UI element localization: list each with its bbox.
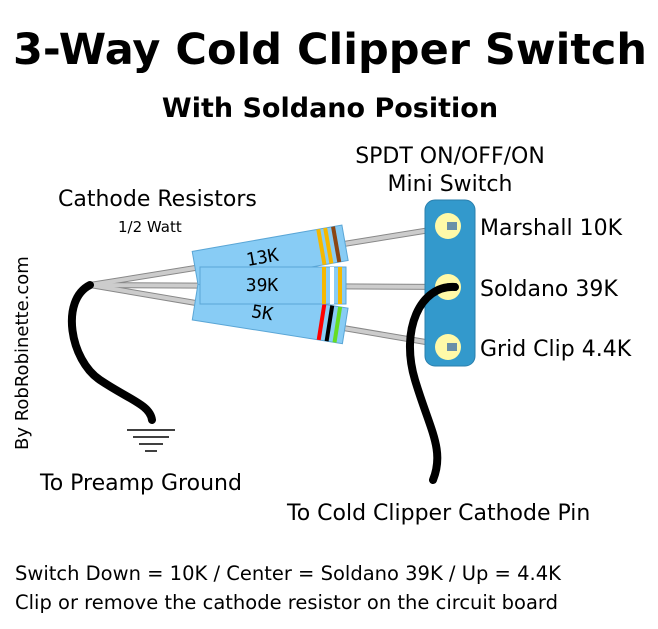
resistor-39k: 39K (199, 266, 347, 305)
switch-terminals (435, 213, 461, 360)
note-clip-resistor: Clip or remove the cathode resistor on t… (15, 591, 558, 614)
position-label-marshall: Marshall 10K (480, 216, 623, 241)
ground-label: To Preamp Ground (39, 471, 242, 496)
resistors-rating: 1/2 Watt (118, 218, 182, 236)
position-label-grid-clip: Grid Clip 4.4K (480, 337, 632, 362)
ground-icon (127, 429, 175, 452)
credit-text: By RobRobinette.com (12, 256, 33, 450)
note-switch-positions: Switch Down = 10K / Center = Soldano 39K… (15, 562, 562, 585)
cathode-label: To Cold Clipper Cathode Pin (286, 501, 590, 526)
resistor-label-5k: 5K (250, 301, 275, 325)
ground-wire (67, 281, 156, 424)
diagram-title: 3-Way Cold Clipper Switch (13, 25, 647, 75)
switch-type-label: SPDT ON/OFF/ON (355, 144, 545, 169)
resistors-heading: Cathode Resistors (58, 187, 257, 212)
cathode-wire (406, 283, 459, 484)
diagram-subtitle: With Soldano Position (162, 93, 498, 124)
resistor-label-39k: 39K (246, 275, 279, 296)
position-label-soldano: Soldano 39K (480, 277, 618, 302)
switch-name-label: Mini Switch (388, 172, 513, 197)
